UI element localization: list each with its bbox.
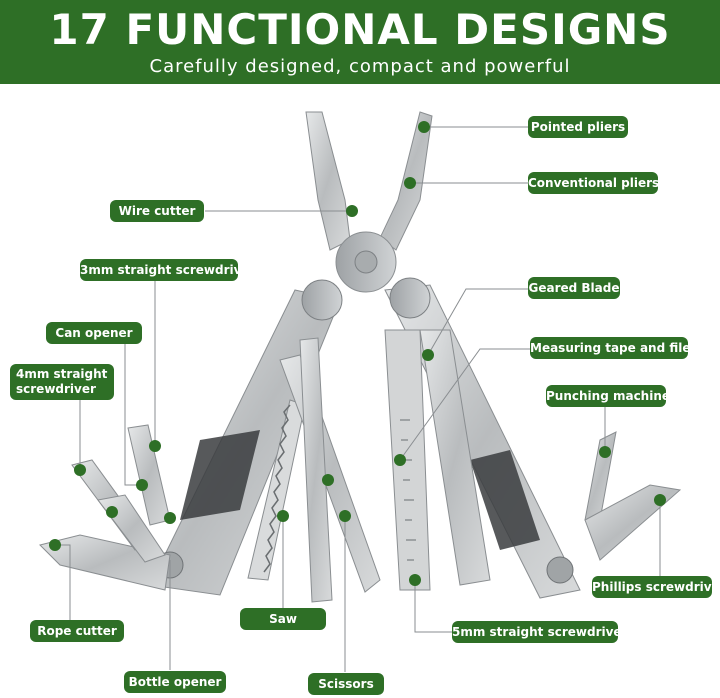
label-scissors: Scissors (308, 673, 384, 695)
label-phillips-screwdriver: Phillips screwdriver (592, 576, 720, 598)
label-punching-machine: Punching machine (546, 385, 670, 407)
label-4mm-straight-screwdriver: 4mm straight screwdriver (10, 364, 114, 400)
measuring-tape-file (384, 329, 491, 591)
label-measuring-tape-file: Measuring tape and file (530, 337, 691, 359)
label-pointed-pliers: Pointed pliers (528, 116, 628, 138)
page-title: 17 FUNCTIONAL DESIGNS (49, 5, 671, 54)
leader-lines (55, 126, 661, 672)
label-can-opener: Can opener (46, 322, 142, 344)
label-5mm-straight-screwdriver: 5mm straight screwdriver (452, 621, 628, 643)
label-saw: Saw (240, 608, 326, 630)
scissors-blades (279, 337, 381, 603)
label-3mm-straight-screwdriver: 3mm straight screwdriver (80, 259, 256, 281)
label-conventional-pliers: Conventional pliers (528, 172, 659, 194)
pointer-dots (49, 121, 666, 586)
label-4mm-line1: 4mm straight (16, 367, 108, 381)
label-geared-blade: Geared Blade (528, 277, 620, 299)
label-rope-cutter: Rope cutter (30, 620, 124, 642)
pliers-jaws (305, 111, 433, 293)
left-small-tools (39, 424, 171, 591)
label-bottle-opener: Bottle opener (124, 671, 226, 693)
header-banner: 17 FUNCTIONAL DESIGNS Carefully designed… (0, 0, 720, 84)
multitool-illustration (39, 111, 682, 672)
label-wire-cutter: Wire cutter (110, 200, 204, 222)
label-4mm-line2: screwdriver (16, 382, 96, 396)
page-subtitle: Carefully designed, compact and powerful (149, 56, 571, 77)
